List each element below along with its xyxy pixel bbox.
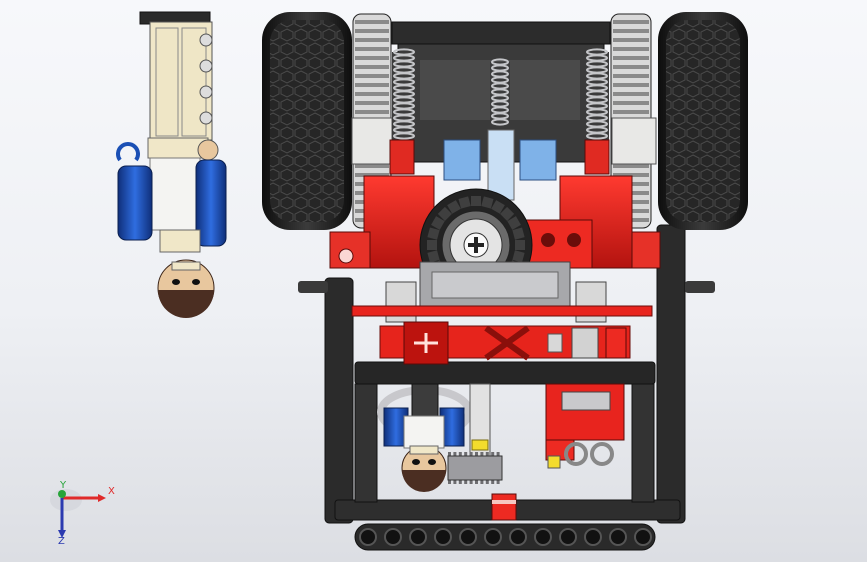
front-right-tire[interactable] — [658, 12, 748, 230]
passenger-figure[interactable] — [383, 407, 465, 492]
x-axis-label: X — [108, 486, 115, 497]
front-left-tire[interactable] — [262, 12, 352, 230]
gear[interactable] — [447, 452, 503, 484]
red-body-panels[interactable] — [329, 139, 661, 269]
axis-triad: X Y Z — [40, 480, 120, 550]
red-axle-assembly[interactable] — [351, 305, 653, 365]
right-spring[interactable] — [585, 48, 609, 140]
left-spring[interactable] — [392, 48, 416, 140]
center-spring[interactable] — [490, 58, 510, 128]
z-axis-label: Z — [58, 536, 65, 547]
y-axis-dot — [58, 490, 66, 498]
rear-frame[interactable] — [298, 224, 715, 524]
blue-shock-blocks[interactable] — [443, 129, 557, 201]
pin-rings[interactable] — [564, 442, 614, 466]
y-axis-label: Y — [60, 480, 67, 491]
bottom-liftarm[interactable] — [354, 523, 656, 551]
driver-figure[interactable] — [116, 11, 227, 318]
drive-shaft[interactable] — [469, 383, 491, 457]
engine-block[interactable] — [385, 261, 607, 323]
rear-red-tube[interactable] — [491, 493, 517, 521]
axis-triad-graphic — [50, 489, 106, 538]
